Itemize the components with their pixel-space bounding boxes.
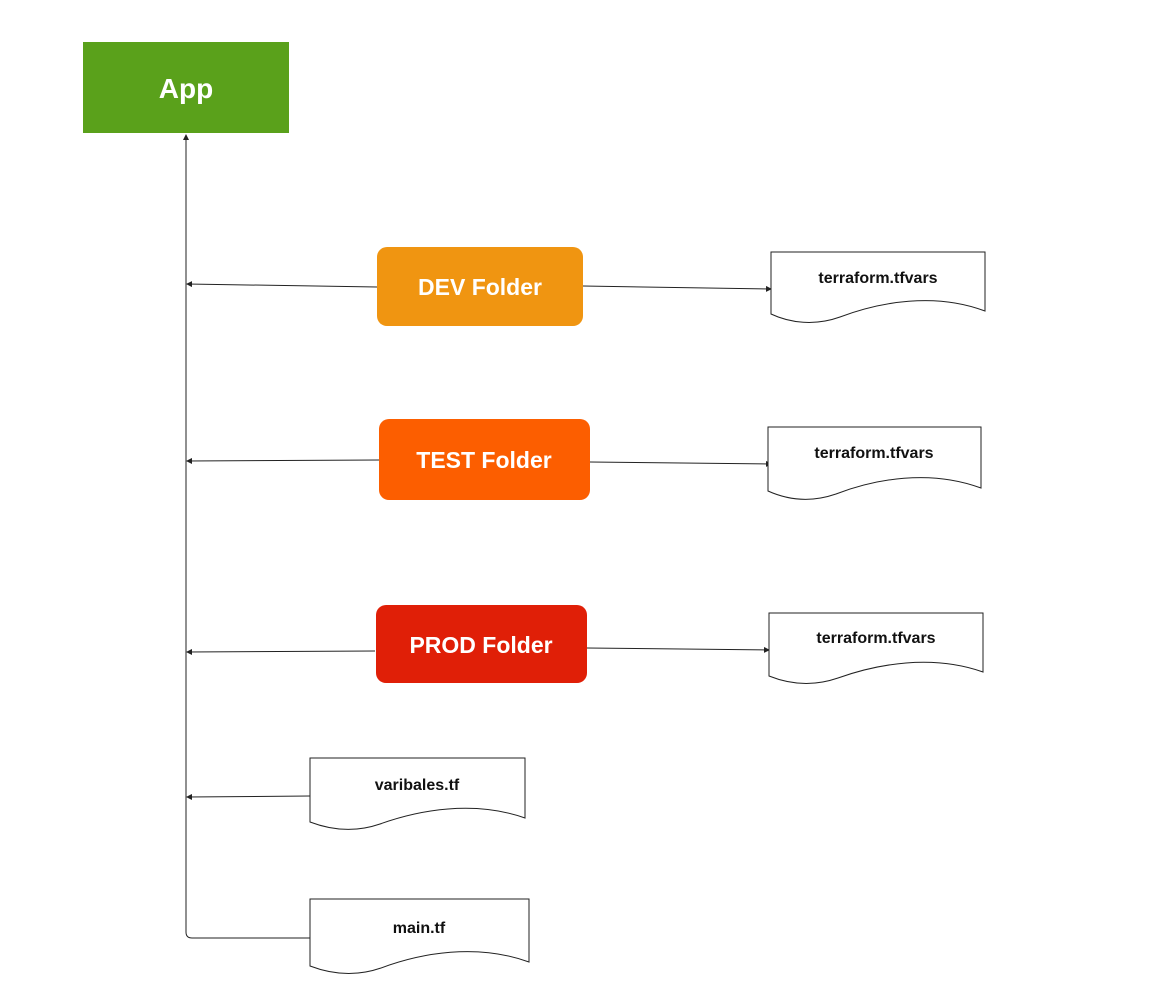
prod-to-trunk-connector bbox=[186, 648, 376, 655]
test-to-trunk-connector bbox=[186, 457, 380, 464]
test-to-tfvars-connector bbox=[589, 460, 772, 467]
prod-to-tfvars-connector bbox=[586, 646, 770, 653]
test-folder-node[interactable]: TEST Folder bbox=[379, 419, 590, 500]
dev-tfvars-document-shape bbox=[770, 251, 986, 323]
trunk-connector bbox=[183, 134, 310, 939]
variables-tf-document-shape bbox=[309, 757, 526, 831]
main-tf-document-shape bbox=[309, 898, 530, 975]
main-tf-document[interactable]: main.tf bbox=[309, 898, 530, 975]
main-tf-label: main.tf bbox=[393, 920, 446, 937]
dev-tfvars-document[interactable]: terraform.tfvars bbox=[770, 251, 986, 323]
test-tfvars-document[interactable]: terraform.tfvars bbox=[767, 426, 982, 500]
variables-tf-document[interactable]: varibales.tf bbox=[309, 757, 526, 831]
dev-folder-box bbox=[377, 247, 583, 326]
app-node[interactable]: App bbox=[83, 42, 289, 133]
prod-folder-node[interactable]: PROD Folder bbox=[376, 605, 587, 683]
test-folder-label: TEST Folder bbox=[416, 447, 552, 473]
test-folder-box bbox=[379, 419, 590, 500]
prod-folder-label: PROD Folder bbox=[409, 632, 552, 658]
connectors bbox=[183, 134, 772, 939]
prod-folder-box bbox=[376, 605, 587, 683]
dev-to-tfvars-connector bbox=[582, 285, 772, 292]
prod-tfvars-document[interactable]: terraform.tfvars bbox=[768, 612, 984, 685]
dev-folder-node[interactable]: DEV Folder bbox=[377, 247, 583, 326]
app-label: App bbox=[159, 73, 213, 104]
variables-tf-label: varibales.tf bbox=[375, 777, 460, 794]
dev-folder-label: DEV Folder bbox=[418, 274, 542, 300]
prod-tfvars-label: terraform.tfvars bbox=[816, 630, 935, 647]
prod-tfvars-document-shape bbox=[768, 612, 984, 685]
variables-to-trunk-connector bbox=[186, 793, 311, 800]
dev-tfvars-label: terraform.tfvars bbox=[818, 270, 937, 287]
test-tfvars-label: terraform.tfvars bbox=[814, 445, 933, 462]
dev-to-trunk-connector bbox=[186, 281, 378, 288]
app-box bbox=[83, 42, 289, 133]
test-tfvars-document-shape bbox=[767, 426, 982, 500]
